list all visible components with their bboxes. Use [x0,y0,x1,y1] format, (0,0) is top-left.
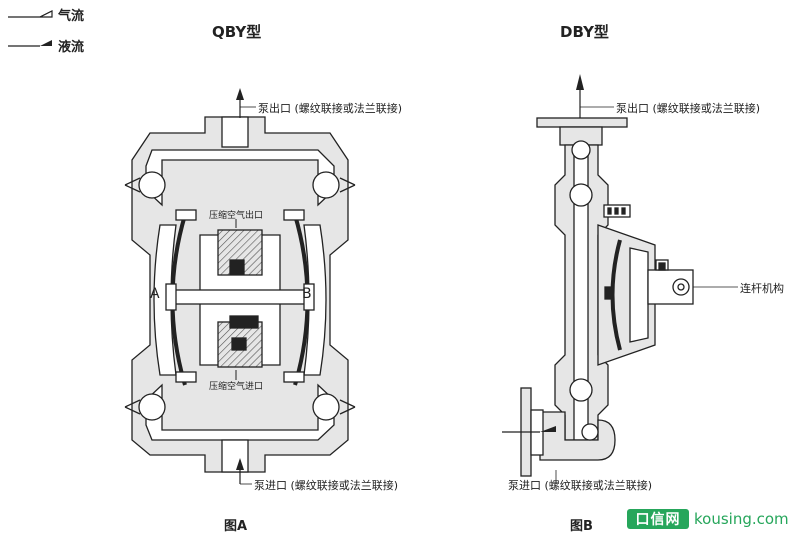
figure-a-pump [124,116,356,473]
chamber-a-label: A [150,286,160,302]
watermark-brand: 口信网 [635,512,681,528]
figure-a-outlet-label: 泵出口 (螺纹联接或法兰联接) [258,102,403,115]
outlet-neck [221,116,249,148]
legend-air-symbol [8,10,53,18]
shaft [171,289,309,305]
legend-liquid-symbol [8,40,52,47]
legend-liquid-label: 液流 [58,40,85,55]
ball-bottom-left [138,393,166,421]
figure-b-arrows [502,74,584,433]
figure-a-model-title: QBY型 [212,23,262,41]
chamber-b-label: B [302,286,312,302]
figure-b-outlet-label: 泵出口 (螺纹联接或法兰联接) [616,102,761,115]
inlet-elbow [539,411,616,461]
figure-b-caption: 图B [570,519,593,534]
figure-a-inlet-label: 泵进口 (螺纹联接或法兰联接) [254,479,399,492]
legend-air-label: 气流 [58,9,85,24]
ball-upper [569,183,593,207]
ball-bottom-right [312,393,340,421]
ball-top-right [312,171,340,199]
figure-a-arrows [235,88,244,484]
figure-a-caption: 图A [224,519,248,534]
ball-top-left [138,171,166,199]
inlet-neck [221,439,249,473]
ball-lower [569,378,593,402]
watermark-url: kousing.com [694,510,789,528]
figure-a-air-outlet-label: 压缩空气出口 [209,211,264,221]
figure-a-air-inlet-label: 压缩空气进口 [209,382,264,392]
figure-b-model-title: DBY型 [560,23,609,41]
top-flange [536,117,628,128]
watermark-logo: 口信网 [627,509,689,529]
figure-b-pump [520,117,694,477]
figure-b-inlet-label: 泵进口 (螺纹联接或法兰联接) [508,479,653,492]
leader-lines [240,106,738,485]
figure-b-linkage-label: 连杆机构 [740,282,784,295]
